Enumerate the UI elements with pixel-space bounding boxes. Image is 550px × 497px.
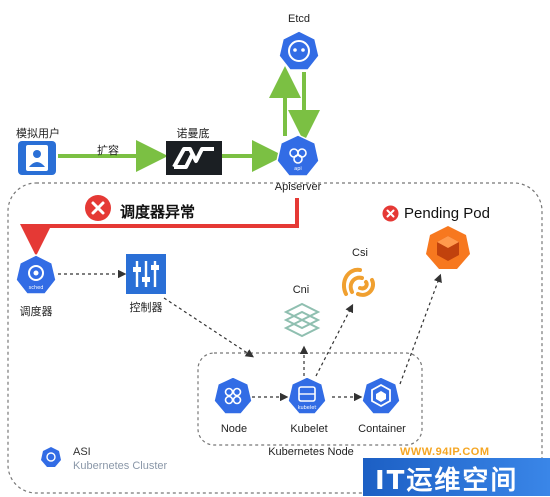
user-label: 模拟用户 (16, 128, 60, 140)
pending-pod-label: Pending Pod (404, 205, 490, 222)
pending-pod-icon (426, 226, 470, 269)
asi-sublabel: Kubernetes Cluster (73, 460, 168, 472)
apiserver-icon-text: api (294, 166, 302, 172)
etcd-icon (278, 30, 320, 71)
error-icon (85, 195, 111, 221)
kubernetes-node-boundary (197, 352, 423, 446)
etcd-label: Etcd (287, 13, 311, 25)
cluster-boundary (7, 182, 543, 494)
watermark-brand-box (363, 458, 550, 496)
expand-label: 扩容 (97, 145, 119, 157)
arrow-container-to-pending (399, 273, 442, 385)
nuoman-label: 诺曼底 (176, 128, 210, 140)
cni-icon (283, 302, 321, 338)
scheduler-icon: sched (15, 254, 57, 295)
watermark-brand: IT运维空间 (375, 466, 519, 496)
arrow-kubelet-to-csi (315, 303, 354, 377)
asi-label: ASI (73, 446, 91, 458)
csi-icon (341, 267, 375, 297)
error-label: 调度器异常 (120, 204, 196, 221)
asi-icon (41, 447, 61, 467)
node-label: Node (220, 423, 248, 435)
nuoman-icon (166, 141, 222, 175)
scheduler-icon-text: sched (29, 285, 44, 291)
watermark-url: WWW.94IP.COM (400, 446, 490, 458)
controller-icon (126, 254, 166, 294)
user-icon (18, 141, 56, 175)
kubernetes-node-label: Kubernetes Node (268, 446, 354, 458)
controller-label: 控制器 (129, 302, 163, 314)
kubelet-icon: kubelet (287, 376, 327, 415)
container-label: Container (358, 423, 406, 435)
cni-label: Cni (292, 284, 310, 296)
apiserver-icon: api (276, 134, 320, 177)
pending-error-icon (382, 205, 399, 222)
container-icon (361, 376, 401, 415)
apiserver-label: Apiserver (274, 181, 322, 193)
node-icon (213, 376, 253, 415)
arrow-controller-to-nodes (163, 297, 255, 358)
scheduler-label: 调度器 (19, 306, 53, 318)
csi-label: Csi (352, 247, 368, 259)
kubelet-label: Kubelet (290, 423, 328, 435)
kubelet-icon-text: kubelet (298, 405, 317, 411)
error-path (20, 198, 299, 256)
